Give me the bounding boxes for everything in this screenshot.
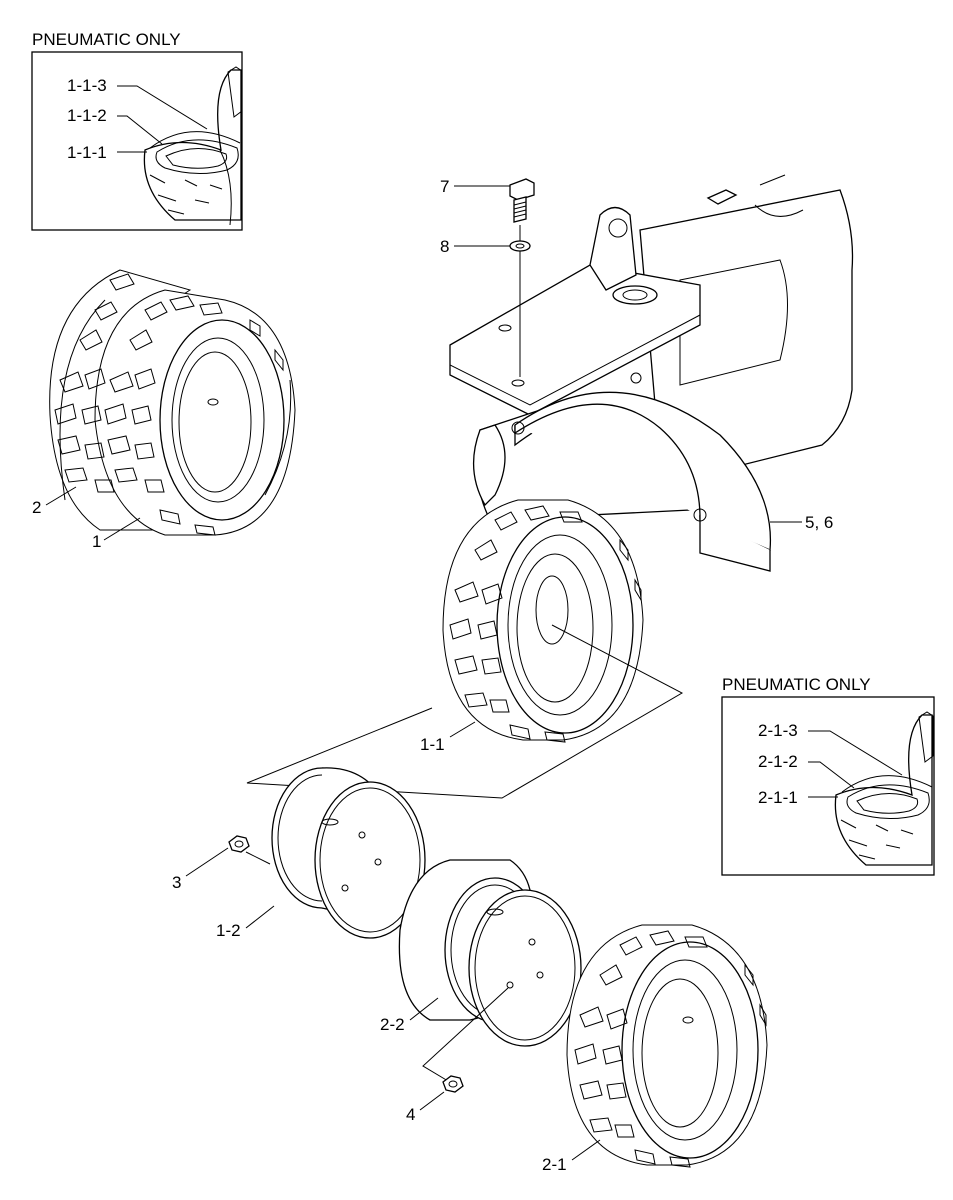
- leader-2-1: [571, 1139, 601, 1161]
- rim-half-left: [271, 767, 426, 939]
- callout-4: 4: [406, 1105, 415, 1124]
- inset-tire-section-left: [143, 66, 243, 226]
- assembly-boundary-line: [246, 624, 684, 799]
- callout-2-1-3: 2-1-3: [758, 721, 798, 740]
- callout-2-1: 2-1: [542, 1155, 567, 1174]
- inset-callouts-right: 2-1-3 2-1-2 2-1-1: [758, 721, 903, 807]
- leader-3: [185, 847, 229, 877]
- leader-4: [419, 1091, 445, 1111]
- leader-3-axis: [245, 851, 271, 865]
- callout-7: 7: [440, 177, 449, 196]
- nut-left: [228, 835, 250, 853]
- leader-2-2: [409, 997, 439, 1021]
- leader-1-1: [449, 721, 476, 738]
- inset-pneumatic-left: PNEUMATIC ONLY 1-1-3 1-1-2 1-1-1: [31, 30, 243, 231]
- leader-1-2: [245, 905, 275, 929]
- rim-half-right: [398, 859, 582, 1047]
- callout-2-1-1: 2-1-1: [758, 788, 798, 807]
- inset-title-left: PNEUMATIC ONLY: [32, 30, 181, 49]
- callout-1-1-2: 1-1-2: [67, 106, 107, 125]
- inset-title-right: PNEUMATIC ONLY: [722, 675, 871, 694]
- inset-pneumatic-right: PNEUMATIC ONLY 2-1-3 2-1-2 2-1-1: [721, 675, 935, 876]
- callout-2-1-2: 2-1-2: [758, 752, 798, 771]
- tire-bottom: [566, 924, 768, 1168]
- callout-2-2: 2-2: [380, 1015, 405, 1034]
- inset-tire-section-right: [834, 711, 934, 866]
- callout-3: 3: [172, 873, 181, 892]
- callout-1-1-1: 1-1-1: [67, 143, 107, 162]
- fender: [511, 372, 772, 572]
- callout-1-2: 1-2: [216, 921, 241, 940]
- dual-tire-assembly-top: [49, 269, 296, 536]
- callout-5-6: 5, 6: [805, 513, 833, 532]
- tire-center: [246, 499, 684, 799]
- callout-2: 2: [32, 498, 41, 517]
- rim-axis-line: [422, 987, 509, 1082]
- callout-8: 8: [440, 237, 449, 256]
- inset-callouts-left: 1-1-3 1-1-2 1-1-1: [67, 76, 208, 162]
- leader-2: [45, 486, 77, 506]
- callout-1-1-3: 1-1-3: [67, 76, 107, 95]
- callout-1-1: 1-1: [420, 735, 445, 754]
- leader-1: [103, 517, 141, 541]
- nut-right: [442, 1075, 464, 1093]
- callout-1: 1: [92, 532, 101, 551]
- washer: [509, 240, 531, 252]
